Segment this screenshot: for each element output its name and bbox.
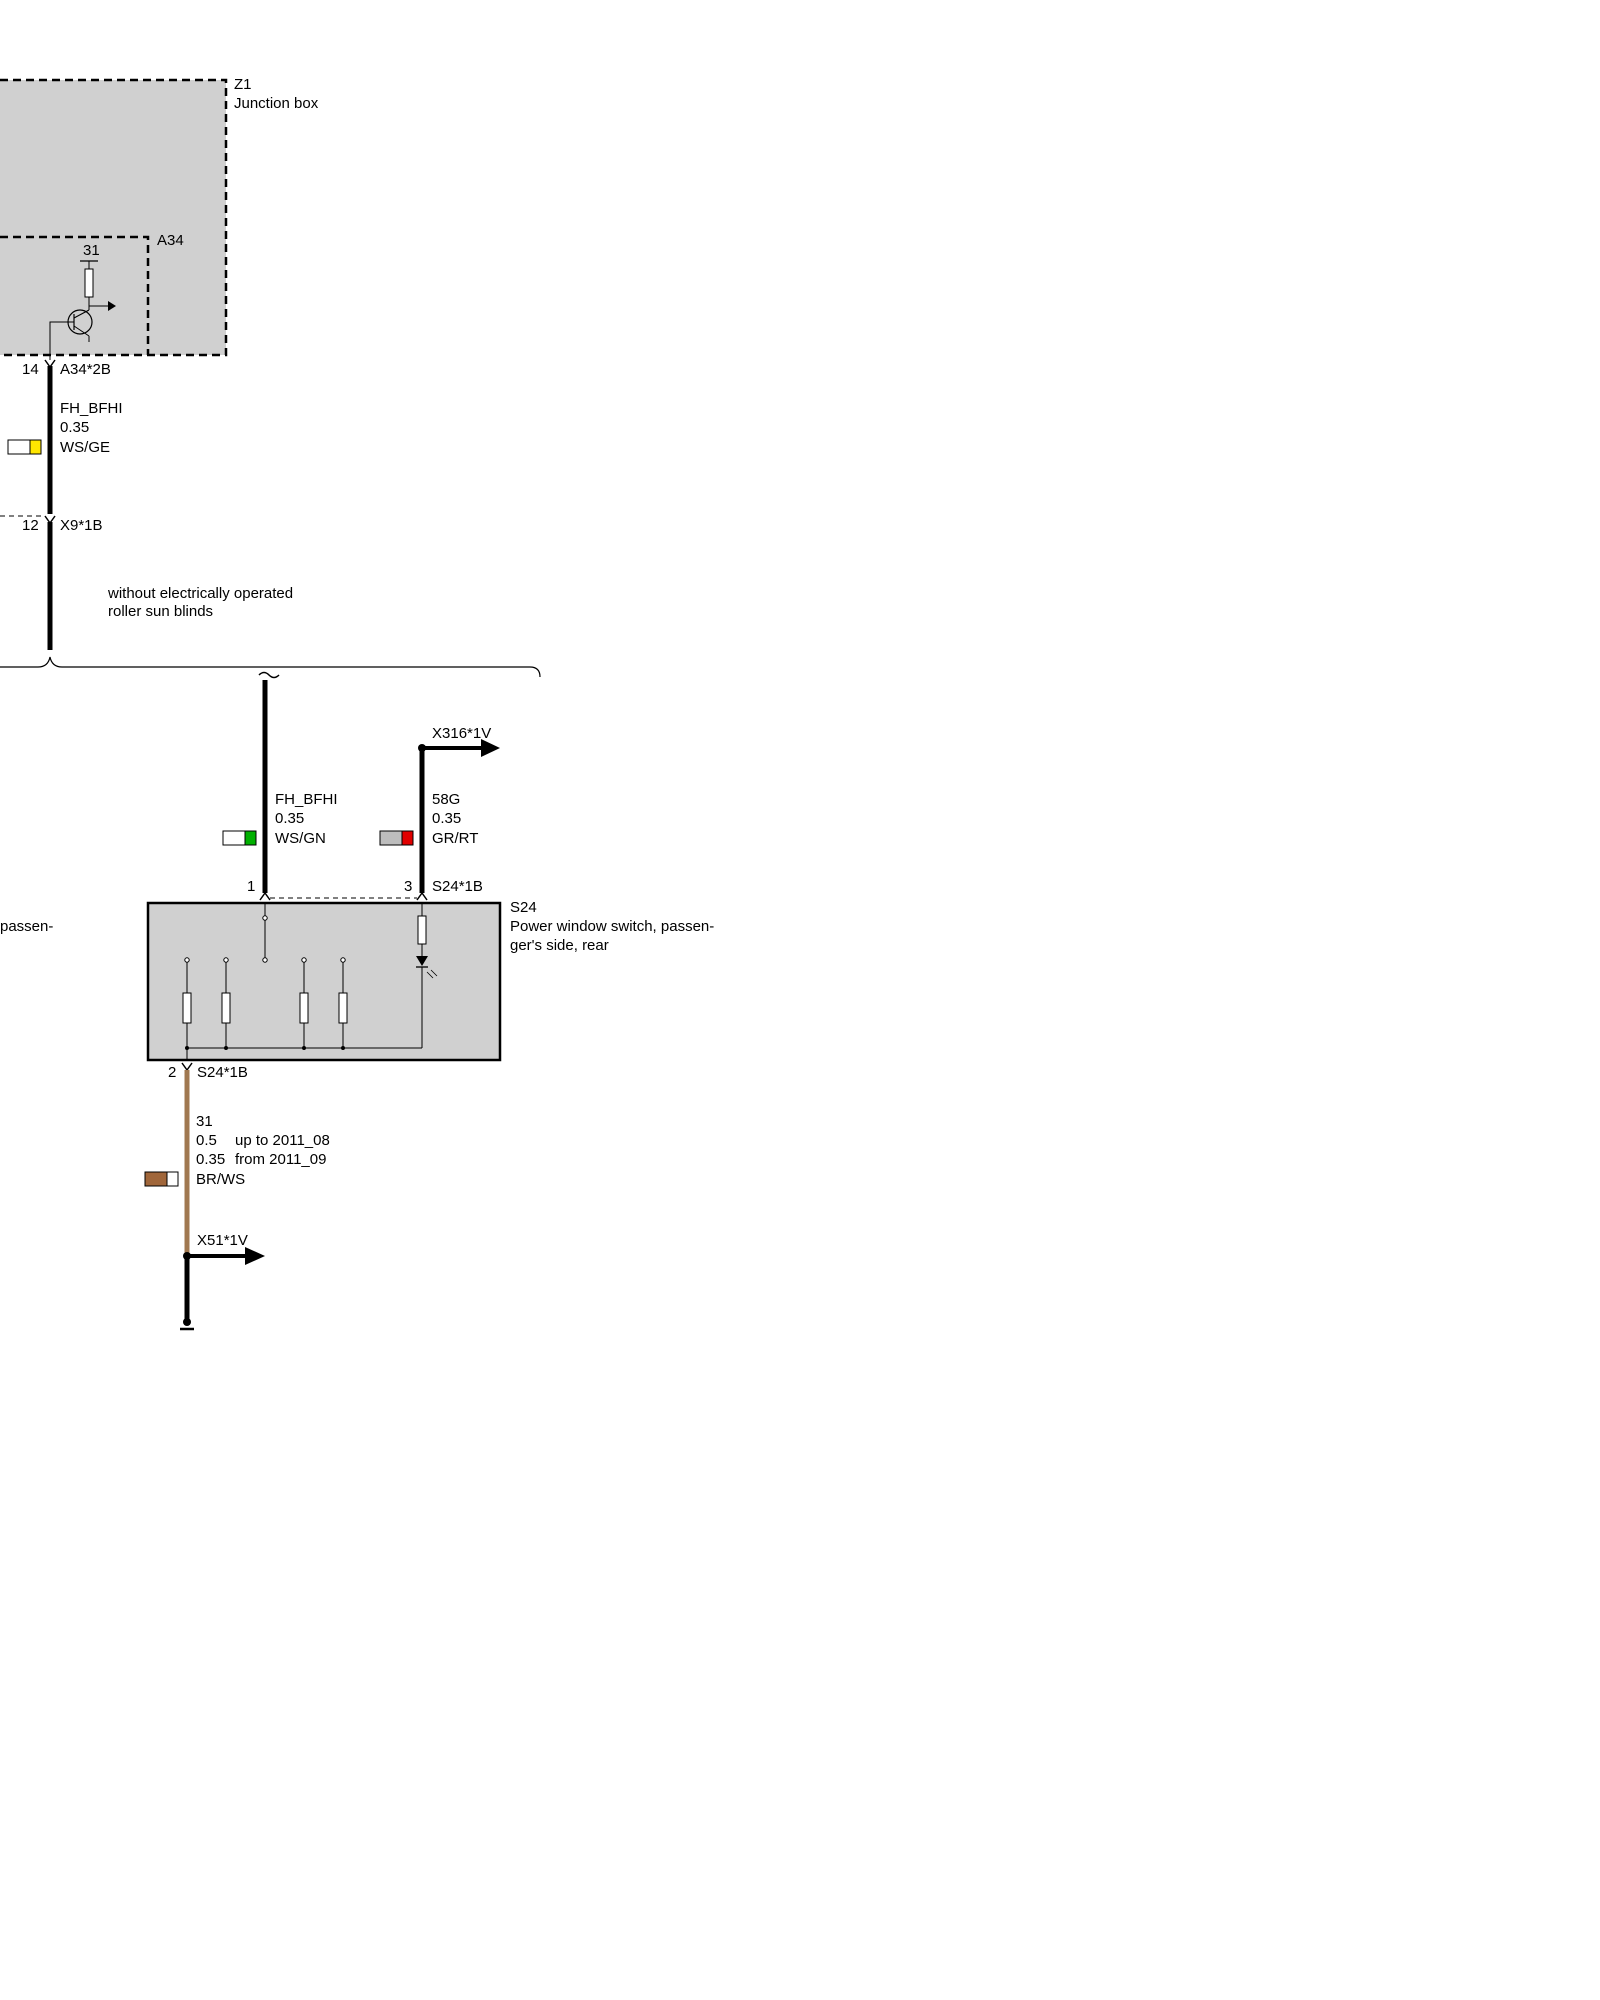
wire-gr-rt: X316*1V 58G 0.35 GR/RT 3 S24*1B xyxy=(270,725,500,901)
wire-3-color-code: GR/RT xyxy=(432,830,478,847)
wire-1-color-code: WS/GE xyxy=(60,439,110,456)
s24-name-line1: Power window switch, passen- xyxy=(510,918,714,935)
wire-1-signal: FH_BFHI xyxy=(60,400,123,417)
s24-pin1-contact-bottom xyxy=(262,957,268,963)
s24-name-line2: ger's side, rear xyxy=(510,937,609,954)
ladder-node-2 xyxy=(224,1046,228,1050)
ladder-resistor-3 xyxy=(299,992,309,1024)
wire-4-color-code: BR/WS xyxy=(196,1171,245,1188)
switch-s24: S24 Power window switch, passen- ger's s… xyxy=(0,899,714,1062)
connector-x9-1b-mark xyxy=(44,515,56,525)
wire-4-size-1: 0.5 xyxy=(196,1132,217,1149)
wire-4-note-2: from 2011_09 xyxy=(235,1151,326,1168)
variant-note-line2: roller sun blinds xyxy=(108,603,213,620)
variant-note-line1: without electrically operated xyxy=(107,585,293,602)
connector-a34-2b-pin: 14 xyxy=(22,361,39,378)
wire-1-color-swatch-yellow xyxy=(29,439,42,455)
wire-1-size: 0.35 xyxy=(60,419,89,436)
wire-1-color-swatch-white xyxy=(7,439,31,455)
z1-id: Z1 xyxy=(234,76,252,93)
wire-br-ws: 2 S24*1B 31 0.5 up to 2011_08 0.35 from … xyxy=(144,1062,330,1331)
transistor-collector xyxy=(73,309,90,319)
ground-terminal-dot xyxy=(183,1318,191,1326)
connector-s24-pin2-number: 2 xyxy=(168,1064,176,1081)
a34-ground-label: 31 xyxy=(83,242,100,259)
wire-ws-gn: FH_BFHI 0.35 WS/GN 1 xyxy=(222,680,338,901)
a34-resistor xyxy=(84,268,94,298)
wire-3-color-swatch-gray xyxy=(379,830,403,846)
ladder-node-4 xyxy=(341,1046,345,1050)
output-arrow-head xyxy=(108,301,116,311)
ladder-contact-3 xyxy=(301,957,307,963)
ladder-resistor-4 xyxy=(338,992,348,1024)
wire-4-color-swatch-brown xyxy=(144,1171,168,1187)
connector-x51-name: X51*1V xyxy=(197,1232,248,1249)
ladder-resistor-2 xyxy=(221,992,231,1024)
s24-id: S24 xyxy=(510,899,537,916)
wire-4-note-1: up to 2011_08 xyxy=(235,1132,330,1149)
connector-s24-pin3-number: 3 xyxy=(404,878,412,895)
wire-4-size-2: 0.35 xyxy=(196,1151,225,1168)
base-lead xyxy=(49,321,74,360)
s24-box xyxy=(146,901,502,1062)
z1-box xyxy=(0,78,228,357)
variant-bracket: without electrically operated roller sun… xyxy=(0,585,541,679)
wire-2-size: 0.35 xyxy=(275,810,304,827)
x51-arrow-head xyxy=(245,1247,265,1265)
wire-3-size: 0.35 xyxy=(432,810,461,827)
ladder-contact-1 xyxy=(184,957,190,963)
ladder-node-3 xyxy=(302,1046,306,1050)
led-light-ray-1 xyxy=(426,971,434,979)
connector-s24-pin1-mark xyxy=(259,891,271,901)
ladder-resistor-1 xyxy=(182,992,192,1024)
x316-arrow-head xyxy=(481,739,500,757)
led-diode-icon xyxy=(416,956,428,966)
connector-s24-pin3-name: S24*1B xyxy=(432,878,483,895)
s24-resistor-ladder xyxy=(182,957,422,1050)
connector-x9-1b-name: X9*1B xyxy=(60,517,103,534)
wire-4-color-swatch-white xyxy=(166,1171,179,1187)
s24-led-branch xyxy=(416,903,438,1048)
connector-x9-1b-pin: 12 xyxy=(22,517,39,534)
connector-s24-pin3-mark xyxy=(416,891,428,901)
wire-2-color-swatch-white xyxy=(222,830,246,846)
connector-a34-2b-mark xyxy=(44,359,56,369)
wire-ws-ge: 14 A34*2B FH_BFHI 0.35 WS/GE 12 X9*1B xyxy=(0,359,123,650)
variant-brace xyxy=(0,656,541,678)
z1-name: Junction box xyxy=(234,95,319,112)
connector-s24-pin2-mark xyxy=(181,1062,193,1072)
junction-box-z1: Z1 Junction box xyxy=(0,76,319,357)
led-resistor xyxy=(417,915,427,945)
connector-a34-2b-name: A34*2B xyxy=(60,361,111,378)
ladder-contact-4 xyxy=(340,957,346,963)
a34-id: A34 xyxy=(157,232,184,249)
ladder-contact-2 xyxy=(223,957,229,963)
s24-pin1-contact-top xyxy=(262,915,268,921)
wire-3-color-swatch-red xyxy=(401,830,414,846)
connector-s24-pin1-number: 1 xyxy=(247,878,255,895)
wire-2-signal: FH_BFHI xyxy=(275,791,338,808)
wire-2-break-mark xyxy=(258,671,280,679)
wire-2-color-code: WS/GN xyxy=(275,830,326,847)
a34-box xyxy=(0,235,150,355)
left-cut-component-label: passen- xyxy=(0,918,53,935)
connector-x316-name: X316*1V xyxy=(432,725,491,742)
wire-2-color-swatch-green xyxy=(244,830,257,846)
connector-s24-pin2-name: S24*1B xyxy=(197,1064,248,1081)
wire-3-signal: 58G xyxy=(432,791,460,808)
transistor-emitter xyxy=(73,325,90,337)
wire-4-signal: 31 xyxy=(196,1113,213,1130)
led-light-ray-2 xyxy=(430,969,438,977)
module-a34: A34 31 xyxy=(0,232,184,360)
